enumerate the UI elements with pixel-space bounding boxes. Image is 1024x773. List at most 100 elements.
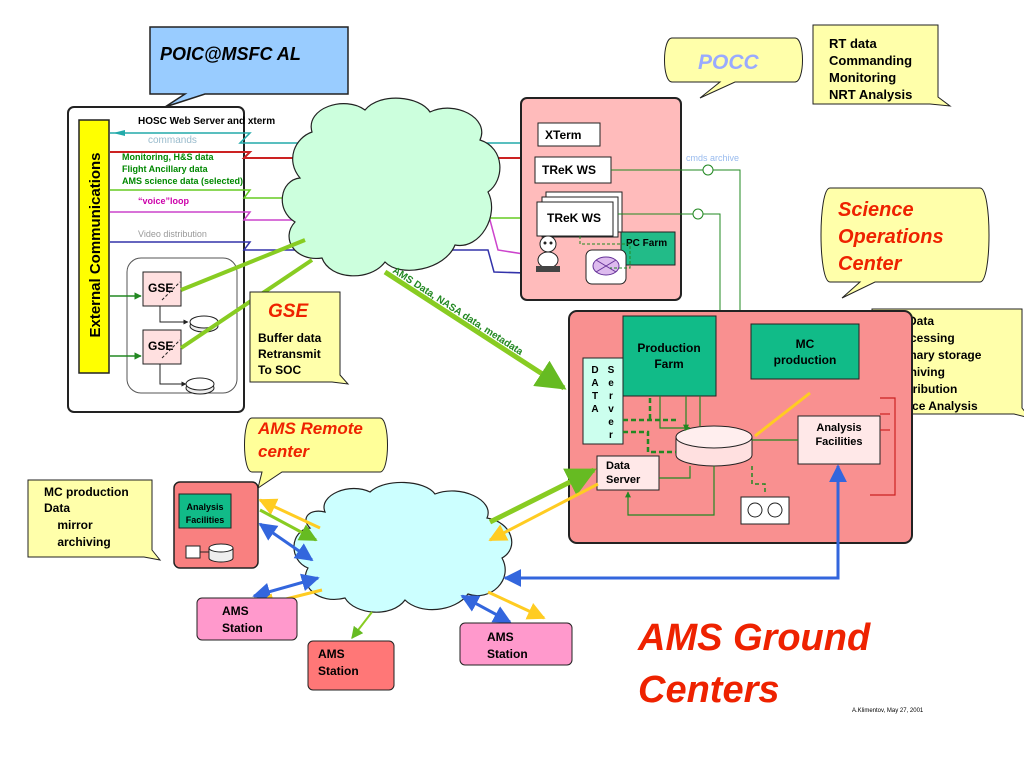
remote-cloud-blue-link [258,522,314,562]
pocc-info-note [812,24,952,107]
mc-to-storage-link [754,391,811,438]
xterm-box [537,122,601,147]
ams-station-1 [196,597,298,641]
soc-callout-1: Science [838,199,914,221]
pocc-label: POCC [698,51,760,74]
remote-info-3: mirror [44,518,93,532]
cloud-station1-blue-link [252,573,320,601]
server-letter-4: v [608,404,614,415]
gse-1-disk-link [159,306,189,325]
hosc-header: HOSC Web Server and xterm [138,116,275,127]
external-communications-label: External Communications [87,152,104,337]
video-distribution-label: Video distribution [138,229,207,239]
data-server-label-1: Data [606,460,631,472]
remote-center-callout [244,417,388,490]
gse-box-2-divider [161,339,181,359]
mc-production-box [750,323,860,380]
soc-callout-2: Operations [838,226,944,248]
pocc-info-2: Commanding [829,53,912,68]
remote-info-4: archiving [44,535,111,549]
ams-data-link-label: AMS Data, NASA data, metadata [390,265,525,358]
gse-callout [249,291,350,385]
ams-data-link [383,269,567,391]
cmds-archive-label: cmds archive [686,153,739,163]
soc-callout [820,187,990,299]
ams-station-1-label-2: Station [222,621,263,635]
remote-info-2: Data [44,501,70,515]
production-farm-label-1: Production [637,341,700,355]
primary-storage-disk-icon [675,425,753,467]
data-letter-4: A [591,404,598,415]
gse-box-2 [142,329,182,365]
data-vertical-label: D A T A [591,365,598,415]
commands-label: commands [148,135,197,146]
ams-station-2-label-2: Station [318,664,359,678]
server-letter-2: e [608,378,614,389]
remote-center-label-2: center [258,442,310,461]
gse-box-2-label: GSE [148,339,173,353]
data-letter-2: A [591,378,598,389]
server-letter-5: e [608,417,614,428]
data-server-label-2: Server [606,474,641,486]
data-letter-3: T [592,391,598,402]
ams-station-3 [459,622,573,666]
gse-2-cloud-link [179,258,314,350]
archive-tap-2 [692,208,704,220]
trek-ws-1-label: TReK WS [542,163,596,177]
soc-red-bus [870,397,896,496]
author-note: A.Klimentov, May 27, 2001 [852,708,924,714]
pocc-info-1: RT data [829,36,877,51]
remote-info-1: MC production [44,485,129,499]
server-letter-6: r [609,430,613,441]
cloud-station3-gold-link [487,590,546,620]
gse-box-1-divider [161,281,181,301]
remote-analysis-box [178,493,232,529]
soc-analysis-box [797,415,881,465]
xterm-label: XTerm [545,128,581,142]
remote-workstation-icon [185,545,201,559]
monitoring-label-3: AMS science data (selected) [122,176,243,186]
pocc-info-4: NRT Analysis [829,87,912,102]
ams-station-2 [307,640,395,691]
cloud-soc-blue-link [503,464,847,587]
bottom-network-cloud [293,481,513,613]
trek-ws-2-label: TReK WS [547,211,601,225]
top-network-cloud [281,97,501,277]
poic-callout [149,26,349,108]
production-farm-label-2: Farm [654,357,683,371]
pocc-info-3: Monitoring [829,70,896,85]
gse-callout-2: Retransmit [258,347,321,361]
cloud-station2-green-link [351,611,373,639]
ams-station-1-label-1: AMS [222,604,249,618]
remote-center-label-1: AMS Remote [257,419,363,438]
pc-farm-label: PC Farm [626,238,667,249]
operator-icon [536,235,560,272]
gse-callout-title: GSE [268,301,309,322]
monitoring-label-1: Monitoring, H&S data [122,152,214,162]
tape-drive-icon [740,496,790,525]
server-letter-3: r [609,391,613,402]
gse-disk-2-icon [185,377,215,395]
gse-callout-1: Buffer data [258,331,322,345]
ams-station-3-label-2: Station [487,647,528,661]
gse-1-cloud-link [180,238,306,292]
mc-production-label-1: MC [796,337,815,351]
soc-dashed-links [623,398,676,454]
monitoring-label-2: Flight Ancillary data [122,164,209,174]
ams-station-2-label-1: AMS [318,647,345,661]
remote-analysis-label-1: Analysis [186,502,223,512]
workstation-icon [585,249,627,285]
data-server-vertical-box [582,357,624,445]
server-letter-1: S [608,365,615,376]
diagram-title-1: AMS Ground [637,617,871,659]
mc-production-label-2: production [774,353,837,367]
ams-station-3-label-1: AMS [487,630,514,644]
external-communications-bar [78,119,110,374]
gse-box-1 [142,271,182,307]
gse-2-disk-link [159,364,187,387]
remote-info-note [27,479,162,561]
data-letter-1: D [591,365,598,376]
pocc-callout [664,37,803,99]
